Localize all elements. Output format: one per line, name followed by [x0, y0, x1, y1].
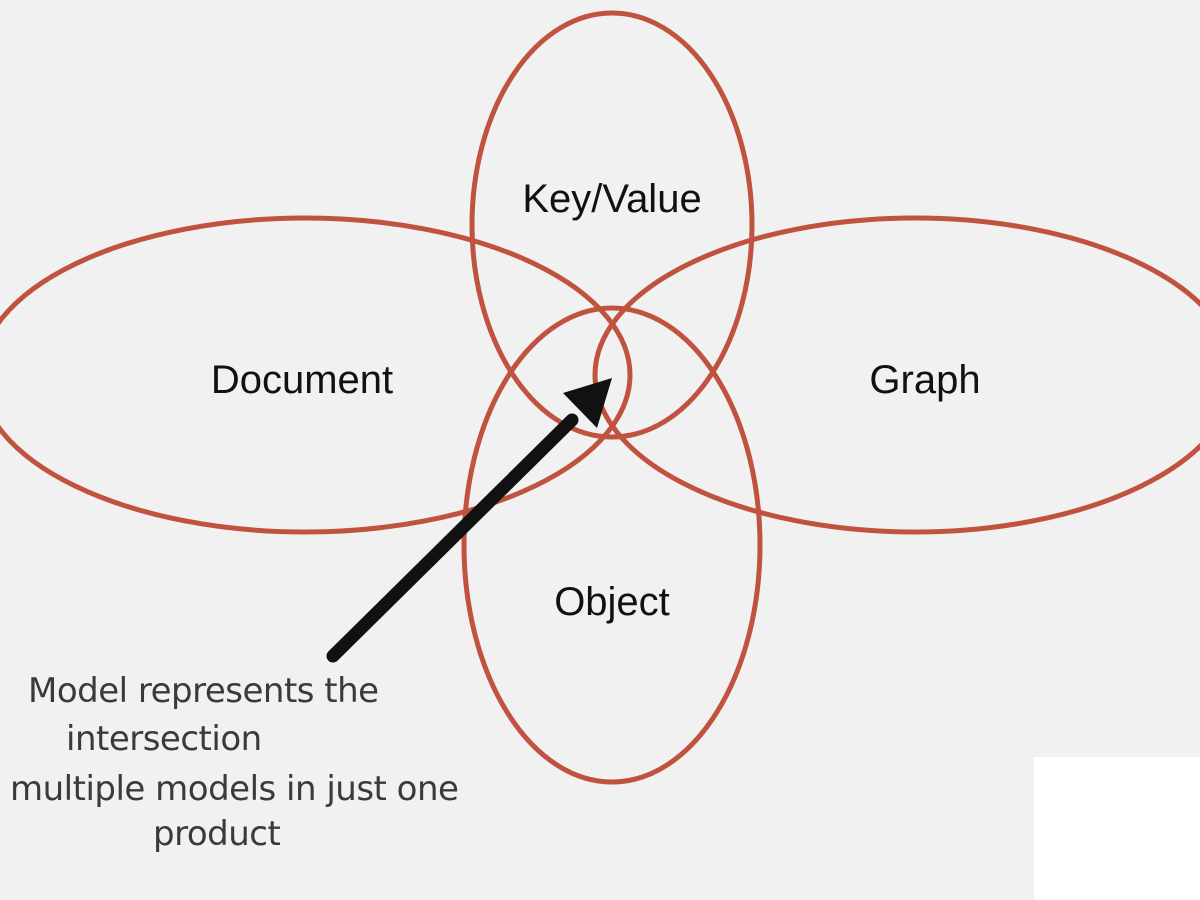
annotation-line-3: multiple models in just one	[10, 769, 458, 809]
annotation-line-1: Model represents the	[28, 671, 379, 711]
graph-label: Graph	[869, 358, 980, 402]
key-value-ellipse	[469, 10, 755, 440]
pointer-arrow-shaft	[326, 413, 579, 663]
graph-ellipse	[592, 215, 1200, 535]
annotation-line-2: intersection	[66, 719, 262, 759]
document-ellipse	[0, 215, 633, 535]
pointer-arrow-head	[563, 378, 612, 428]
object-label: Object	[554, 580, 670, 624]
document-label: Document	[211, 358, 393, 402]
object-ellipse	[461, 305, 763, 785]
annotation-line-4: product	[153, 814, 280, 854]
key-value-label: Key/Value	[522, 177, 701, 221]
blank-corner-patch	[1034, 757, 1200, 900]
